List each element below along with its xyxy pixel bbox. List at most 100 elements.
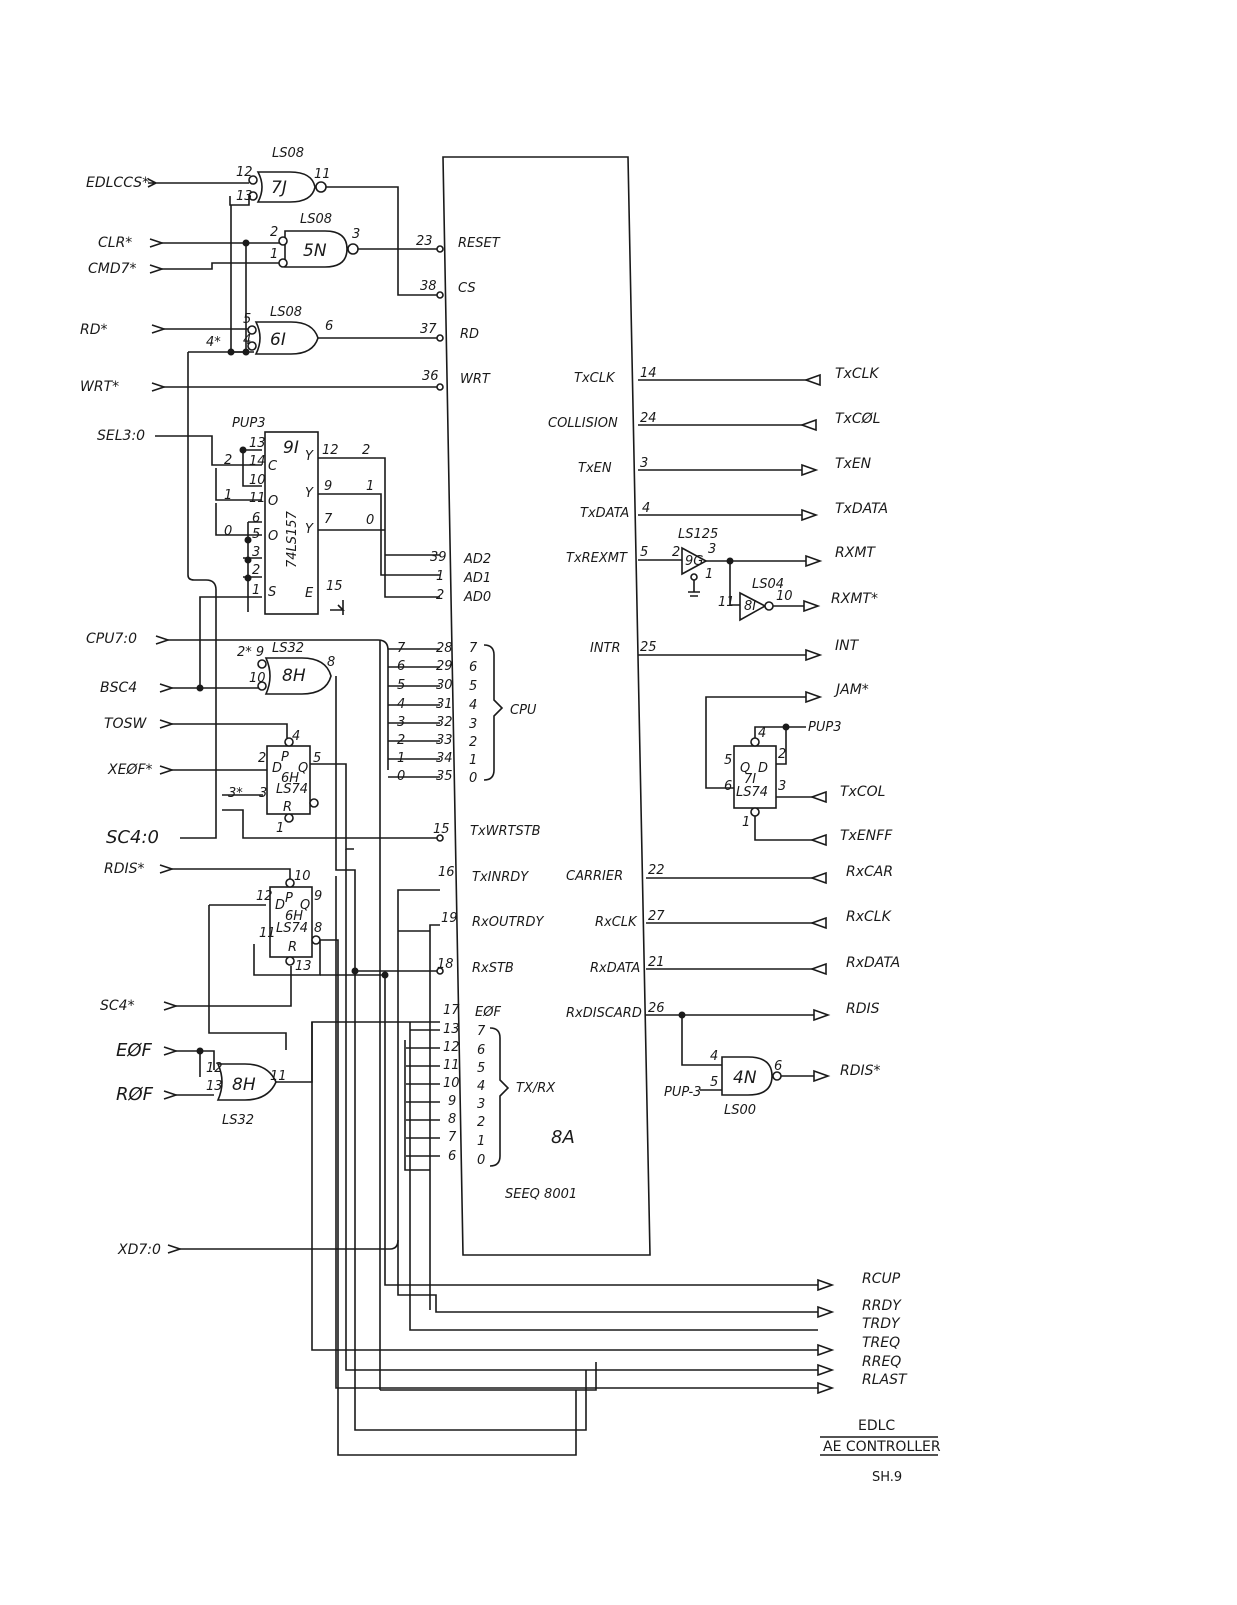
svg-text:38: 38 — [420, 279, 437, 294]
gate-4n: 4N LS00 456 PUP-3 RDIS* — [664, 1015, 881, 1118]
gate-5n-ref: 5N — [303, 241, 327, 261]
svg-text:D: D — [758, 761, 768, 776]
arrow-icon — [155, 635, 171, 645]
input-edlccs: EDLCCS* — [86, 175, 149, 191]
svg-text:2* 9: 2* 9 — [237, 645, 264, 660]
svg-text:5: 5 — [477, 1061, 485, 1076]
svg-text:2: 2 — [477, 1115, 485, 1130]
svg-text:2: 2 — [436, 588, 444, 603]
inverter-8i-type: LS04 — [752, 577, 784, 592]
svg-text:8: 8 — [314, 921, 322, 936]
svg-text:7: 7 — [469, 641, 478, 656]
svg-text:4: 4 — [397, 697, 405, 712]
svg-text:4: 4 — [243, 333, 251, 348]
arrow-icon — [151, 324, 167, 334]
svg-text:2: 2 — [362, 443, 370, 458]
svg-text:18: 18 — [437, 957, 454, 972]
output-rxdata: RxDATA — [846, 955, 900, 971]
flipflop-6h-a-type: LS74 — [276, 782, 308, 797]
output-treq: TREQ — [862, 1335, 900, 1351]
pin-txinrdy: TxINRDY — [472, 870, 529, 885]
svg-text:4: 4 — [469, 698, 477, 713]
input-sel: SEL3:0 — [97, 428, 145, 444]
title-line2: AE CONTROLLER — [823, 1439, 941, 1455]
svg-text:Q: Q — [740, 761, 750, 776]
svg-text:32: 32 — [436, 715, 453, 730]
inverter-8i-ref: 8I — [744, 599, 756, 614]
svg-text:19: 19 — [441, 911, 458, 926]
svg-text:6: 6 — [774, 1059, 782, 1074]
pin-txwrtstb: TxWRTSTB — [470, 824, 541, 839]
svg-text:1: 1 — [742, 815, 750, 830]
input-cmd7: CMD7* — [88, 261, 137, 277]
svg-text:3*: 3* — [228, 786, 243, 801]
input-eof: EØF — [116, 1040, 153, 1061]
svg-text:9: 9 — [314, 889, 322, 904]
svg-text:Y: Y — [305, 522, 314, 537]
arrow-icon — [163, 1090, 179, 1100]
output-rxmt: RXMT — [835, 545, 876, 561]
pin-rxstb: RxSTB — [472, 961, 514, 976]
pin-txen: TxEN — [578, 461, 612, 476]
pin-rxdiscard: RxDISCARD — [566, 1006, 642, 1021]
gate-6i-ref: 6I — [270, 330, 286, 350]
svg-text:4: 4 — [642, 501, 650, 516]
arrow-icon — [163, 1046, 179, 1056]
svg-text:10: 10 — [249, 473, 266, 488]
gate-4n-ref: 4N — [733, 1068, 757, 1088]
gate-8h-bottom-type: LS32 — [222, 1113, 254, 1128]
svg-text:Q: Q — [298, 761, 308, 776]
svg-text:10: 10 — [294, 869, 311, 884]
pin-ad1: AD1 — [463, 571, 491, 586]
svg-text:11: 11 — [718, 595, 735, 610]
main-chip-ref: 8A — [551, 1127, 575, 1148]
arrow-icon — [147, 178, 160, 188]
svg-text:11: 11 — [443, 1058, 460, 1073]
svg-text:1: 1 — [397, 751, 405, 766]
svg-text:8: 8 — [448, 1112, 456, 1127]
left-wiring — [155, 182, 440, 1330]
svg-text:6: 6 — [325, 319, 333, 334]
output-rxmt-n: RXMT* — [831, 591, 878, 607]
svg-text:3: 3 — [259, 786, 267, 801]
svg-text:Y: Y — [305, 486, 314, 501]
svg-text:3: 3 — [352, 227, 360, 242]
svg-text:12: 12 — [322, 443, 339, 458]
svg-text:8: 8 — [327, 655, 335, 670]
buffer-9g-ref: 9G — [685, 554, 703, 569]
sheet-number: SH.9 — [872, 1470, 902, 1485]
svg-text:1: 1 — [705, 567, 713, 582]
svg-text:6: 6 — [448, 1149, 456, 1164]
output-txen: TxEN — [835, 456, 872, 472]
svg-text:23: 23 — [416, 234, 433, 249]
svg-text:7: 7 — [448, 1130, 457, 1145]
pin-txdata: TxDATA — [580, 506, 629, 521]
gate-4n-type: LS00 — [724, 1103, 756, 1118]
svg-text:29: 29 — [436, 659, 453, 674]
svg-text:2: 2 — [397, 733, 405, 748]
title-line1: EDLC — [858, 1418, 895, 1434]
pin-eof: EØF — [475, 1005, 501, 1020]
output-int: INT — [835, 638, 860, 654]
input-clr: CLR* — [98, 235, 132, 251]
svg-text:3: 3 — [397, 715, 405, 730]
svg-text:S: S — [268, 585, 276, 600]
output-txdata: TxDATA — [835, 501, 888, 517]
svg-text:3: 3 — [477, 1097, 485, 1112]
svg-text:27: 27 — [648, 909, 665, 924]
svg-text:7: 7 — [324, 512, 333, 527]
pin-rxclk: RxCLK — [595, 915, 638, 930]
pin-txrexmt: TxREXMT — [566, 551, 628, 566]
svg-text:4: 4 — [292, 729, 300, 744]
output-rlast: RLAST — [862, 1372, 908, 1388]
svg-text:R: R — [283, 800, 292, 815]
arrow-icon — [159, 864, 175, 874]
flipflop-6h-a-ref: 6H — [281, 771, 299, 786]
input-xeof: XEØF* — [107, 762, 153, 778]
